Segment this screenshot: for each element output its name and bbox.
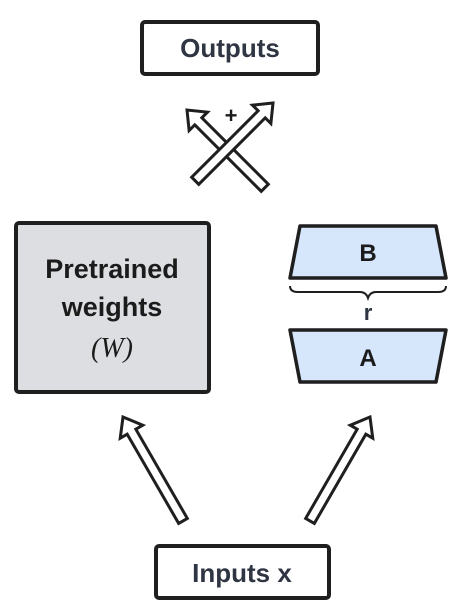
- arrow-lora-to-output: [189, 101, 275, 187]
- double-arrow-icon: [118, 414, 190, 526]
- outputs-label: Outputs: [180, 33, 280, 63]
- lora-a-trapezoid: [288, 328, 448, 384]
- pretrained-weights-box: [14, 221, 211, 394]
- pretrained-weights-node: Pretrained weights (W): [14, 221, 211, 394]
- rank-brace: r: [289, 285, 447, 325]
- plus-sign: +: [225, 103, 238, 128]
- lora-a-node: A: [288, 328, 448, 384]
- pretrained-label-line1: Pretrained: [45, 254, 179, 284]
- pretrained-symbol: (W): [91, 333, 133, 364]
- rank-label: r: [364, 300, 373, 325]
- double-arrow-icon: [189, 101, 275, 187]
- outputs-node: Outputs: [140, 20, 320, 76]
- lora-b-trapezoid: [288, 224, 448, 280]
- arrow-input-to-pretrained: [118, 414, 190, 526]
- lora-b-label: B: [359, 240, 376, 267]
- inputs-box: [154, 544, 331, 600]
- pretrained-label-line2: weights: [61, 292, 163, 322]
- double-arrow-icon: [303, 414, 375, 526]
- lora-a-label: A: [359, 345, 376, 372]
- outputs-box: [140, 20, 320, 76]
- inputs-label: Inputs x: [192, 558, 292, 588]
- inputs-node: Inputs x: [154, 544, 331, 600]
- arrow-input-to-lora: [303, 414, 375, 526]
- brace-icon: [289, 285, 447, 302]
- lora-b-node: B: [288, 224, 448, 280]
